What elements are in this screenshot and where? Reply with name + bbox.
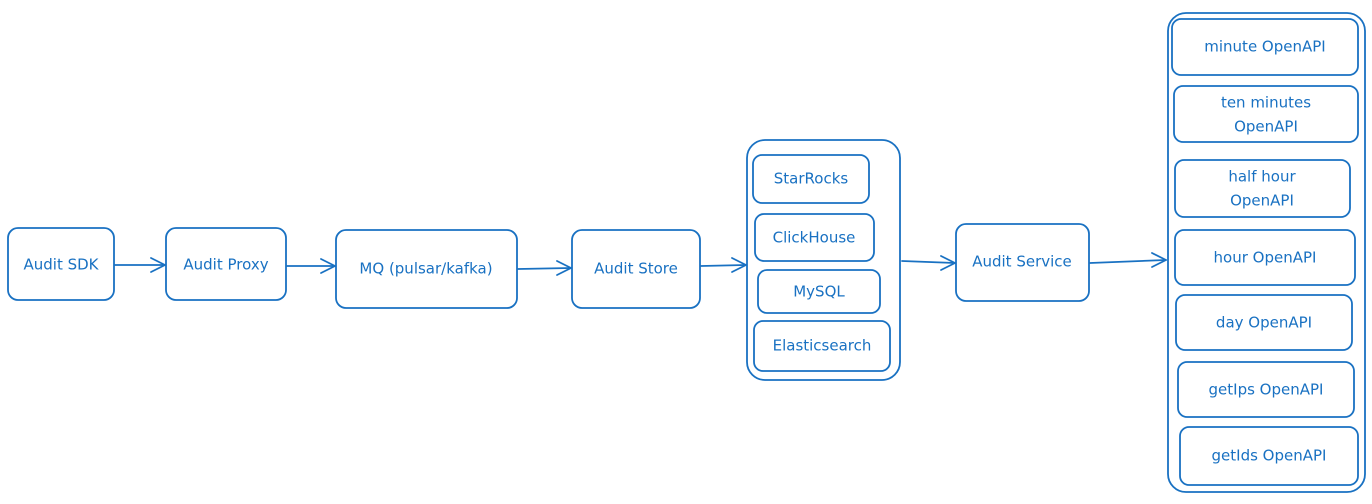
- node-clickhouse[interactable]: ClickHouse: [754, 213, 875, 262]
- arrow-service-to-openapi: [1089, 252, 1167, 268]
- node-api-day-label: day OpenAPI: [1216, 314, 1312, 332]
- node-api-ten-minutes-label-line2: OpenAPI: [1234, 118, 1298, 136]
- node-api-half-hour[interactable]: half hour OpenAPI: [1174, 159, 1351, 218]
- arrow-storage-to-service: [901, 255, 956, 271]
- node-api-half-hour-label-line1: half hour: [1228, 168, 1296, 186]
- node-mq-label: MQ (pulsar/kafka): [359, 260, 492, 278]
- arrow-store-to-storage: [700, 257, 747, 273]
- node-api-minute[interactable]: minute OpenAPI: [1171, 18, 1359, 76]
- node-elasticsearch-label: Elasticsearch: [773, 337, 872, 355]
- node-api-ten-minutes[interactable]: ten minutes OpenAPI: [1173, 85, 1359, 143]
- node-audit-sdk[interactable]: Audit SDK: [7, 227, 115, 301]
- node-api-getids-label: getIds OpenAPI: [1212, 447, 1327, 465]
- arrow-proxy-to-mq: [286, 258, 336, 274]
- node-audit-service-label: Audit Service: [972, 253, 1072, 271]
- arrow-sdk-to-proxy: [114, 257, 166, 273]
- node-api-hour-label: hour OpenAPI: [1214, 249, 1317, 267]
- node-mysql-label: MySQL: [793, 283, 845, 301]
- node-api-getips-label: getIps OpenAPI: [1209, 381, 1324, 399]
- node-mq[interactable]: MQ (pulsar/kafka): [335, 229, 518, 309]
- node-elasticsearch[interactable]: Elasticsearch: [753, 320, 891, 372]
- node-audit-service[interactable]: Audit Service: [955, 223, 1090, 302]
- node-audit-proxy-label: Audit Proxy: [183, 256, 268, 274]
- node-audit-store-label: Audit Store: [594, 260, 678, 278]
- storage-group: [746, 139, 901, 381]
- node-clickhouse-label: ClickHouse: [773, 229, 856, 247]
- node-api-getids[interactable]: getIds OpenAPI: [1179, 426, 1359, 486]
- node-api-minute-label: minute OpenAPI: [1204, 38, 1325, 56]
- node-starrocks-label: StarRocks: [774, 170, 849, 188]
- node-audit-store[interactable]: Audit Store: [571, 229, 701, 309]
- node-audit-proxy[interactable]: Audit Proxy: [165, 227, 287, 301]
- node-mysql[interactable]: MySQL: [757, 269, 881, 314]
- node-starrocks[interactable]: StarRocks: [752, 154, 870, 204]
- openapi-group: [1167, 12, 1366, 493]
- arrow-mq-to-store: [517, 260, 572, 276]
- node-audit-sdk-label: Audit SDK: [23, 256, 99, 274]
- node-api-day[interactable]: day OpenAPI: [1175, 294, 1353, 351]
- node-api-ten-minutes-label-line1: ten minutes: [1221, 94, 1311, 112]
- node-api-getips[interactable]: getIps OpenAPI: [1177, 361, 1355, 418]
- node-api-half-hour-label-line2: OpenAPI: [1230, 192, 1294, 210]
- node-api-hour[interactable]: hour OpenAPI: [1174, 229, 1356, 286]
